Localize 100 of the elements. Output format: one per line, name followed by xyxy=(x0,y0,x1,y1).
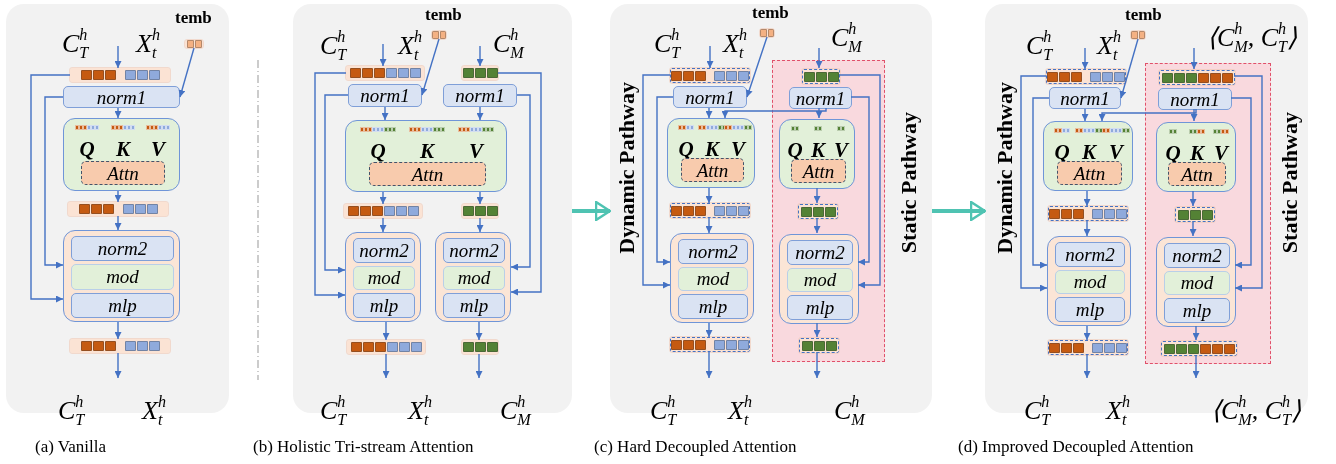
arrow xyxy=(813,187,821,204)
token-bar xyxy=(798,204,838,219)
attention-box: Attn xyxy=(791,159,846,183)
arrow xyxy=(314,72,347,299)
token-bar xyxy=(1175,207,1215,222)
arrow xyxy=(1081,47,1089,70)
matrix-label: Q xyxy=(79,139,95,160)
layer-box: mod xyxy=(787,267,853,293)
arrow xyxy=(476,217,484,233)
arrow xyxy=(379,43,387,67)
layer-box: mlp xyxy=(443,293,505,318)
pathway-label: Static Pathway xyxy=(1279,112,1301,254)
token-bar xyxy=(1048,206,1128,221)
token-bar xyxy=(670,203,750,218)
arrow xyxy=(642,74,671,289)
token-bar xyxy=(462,204,498,218)
arrow xyxy=(476,45,484,67)
input-label: temb xyxy=(425,5,462,25)
token-bar xyxy=(802,69,840,84)
layer-box: norm1 xyxy=(443,84,517,107)
token-bar xyxy=(1161,341,1237,356)
token-bar xyxy=(70,68,170,82)
layer-box: norm1 xyxy=(673,86,747,108)
panel-caption: (d) Improved Decoupled Attention xyxy=(958,437,1194,457)
arrow xyxy=(705,351,713,379)
layer-box: norm2 xyxy=(678,239,748,264)
arrow xyxy=(706,45,714,69)
matrix-label: V xyxy=(1109,142,1123,163)
layer-box: norm2 xyxy=(443,238,505,263)
attention-box: Attn xyxy=(681,158,744,182)
matrix-label: Q xyxy=(370,141,386,162)
arrow xyxy=(850,96,870,266)
arrow xyxy=(813,217,821,234)
token-bar xyxy=(760,29,774,37)
arrow xyxy=(1192,325,1200,341)
matrix-label: V xyxy=(151,139,165,160)
token-bar xyxy=(185,40,203,48)
token-bar xyxy=(1046,69,1126,84)
layer-box: norm1 xyxy=(1049,87,1121,109)
arrow xyxy=(1083,220,1091,237)
arrow xyxy=(114,215,122,231)
arrow xyxy=(381,106,389,121)
token-bar xyxy=(347,340,425,354)
arrow xyxy=(705,187,713,204)
arrow xyxy=(1190,108,1198,122)
token-bar xyxy=(1131,31,1145,39)
token-bar xyxy=(670,337,750,352)
token-bar xyxy=(1159,70,1235,85)
token-bar xyxy=(68,202,168,216)
layer-box: norm2 xyxy=(353,238,415,263)
arrow xyxy=(705,322,713,338)
arrow xyxy=(1189,190,1197,207)
mlp-block xyxy=(670,233,754,323)
mlp-block xyxy=(345,232,421,322)
layer-box: mlp xyxy=(678,294,748,319)
matrix-label: K xyxy=(705,139,719,160)
arrow xyxy=(379,217,387,233)
arrow xyxy=(705,217,713,234)
arrow xyxy=(745,36,768,98)
arrow xyxy=(721,107,827,119)
arrow xyxy=(1233,75,1263,292)
pathway-label: Static Pathway xyxy=(898,112,920,254)
token-bar xyxy=(462,340,498,354)
token-bar xyxy=(70,339,170,353)
matrix-label: K xyxy=(116,139,130,160)
math-label: ⟨C$^{h}$$_{M}$, C$^{h}$$_{T}$⟩ xyxy=(1211,395,1302,427)
token-bar xyxy=(344,204,422,218)
input-label: temb xyxy=(752,3,789,23)
arrow xyxy=(1230,97,1252,269)
attention-box: Attn xyxy=(369,162,486,186)
arrow xyxy=(30,74,71,303)
layer-box: mlp xyxy=(1164,298,1230,323)
token-bar xyxy=(1048,340,1128,355)
layer-box: mlp xyxy=(353,293,415,318)
arrow xyxy=(838,74,881,289)
arrow xyxy=(379,191,387,205)
arrow xyxy=(1098,108,1197,122)
layer-box: mlp xyxy=(787,295,853,320)
arrow xyxy=(813,351,821,379)
matrix-label: K xyxy=(1190,143,1204,164)
arrow xyxy=(1081,108,1089,122)
matrix-label: Q xyxy=(787,140,803,161)
token-bar xyxy=(670,68,750,83)
hollow-arrow xyxy=(572,200,612,222)
layer-box: mod xyxy=(1164,270,1230,296)
pathway-region xyxy=(772,60,885,362)
arrow xyxy=(656,96,674,266)
arrow xyxy=(382,321,390,341)
pathway-label: Dynamic Pathway xyxy=(994,82,1016,254)
arrow xyxy=(1192,354,1200,379)
arrow xyxy=(178,47,195,98)
layer-box: mod xyxy=(678,266,748,292)
input-label: temb xyxy=(1125,5,1162,25)
arrow xyxy=(1032,97,1050,269)
arrow xyxy=(476,106,484,121)
matrix-label: V xyxy=(731,139,745,160)
arrow xyxy=(1119,38,1139,99)
arrow xyxy=(324,94,349,274)
matrix-label: K xyxy=(420,141,434,162)
mlp-block xyxy=(435,232,511,322)
